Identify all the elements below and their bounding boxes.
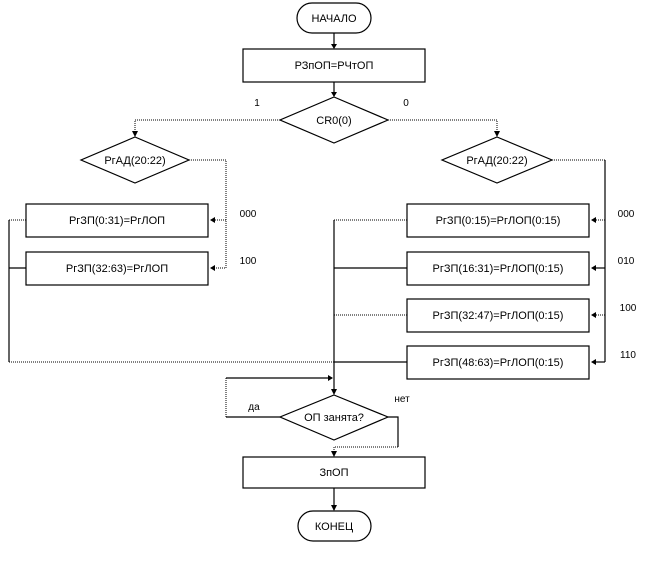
left-box-1-label: РгЗП(32:63)=РгЛОП [66,263,168,275]
arrow-head [591,312,596,318]
cr0-label: CR0(0) [316,115,351,127]
arrow-head [328,375,333,381]
right-box-0-label: РгЗП(0:15)=РгЛОП(0:15) [436,215,561,227]
end-terminator [297,510,372,542]
busy-label: ОП занята? [304,412,364,424]
left-decision-label: РгАД(20:22) [104,155,165,167]
left-box-0 [25,203,209,238]
edge-cr0-false [388,119,498,136]
arrow-head [331,389,337,395]
write-process-box [242,456,426,489]
right-box-0 [406,203,590,238]
right-box-2 [406,298,590,333]
write-label: ЗпОП [319,467,348,479]
arrow-head [591,217,596,223]
cr0-true-label: 1 [254,98,260,109]
right-code-1: 010 [618,256,635,267]
right-address-decision [440,136,554,184]
memory-busy-decision [278,394,390,441]
right-code-2: 100 [620,303,637,314]
arrow-head [331,44,337,49]
edge-left-decision-bus [189,159,227,269]
right-box-1 [406,251,590,286]
right-box-3 [406,345,590,380]
busy-yes-label: да [248,402,260,413]
left-code-1: 100 [240,256,257,267]
end-label: КОНЕЦ [315,521,353,533]
left-address-decision [79,136,191,184]
right-code-3: 110 [620,350,636,361]
cr0-false-label: 0 [403,98,409,109]
start-terminator [296,2,372,34]
init-label: РЗпОП=РЧтОП [295,60,374,72]
right-box-2-label: РгЗП(32:47)=РгЛОП(0:15) [433,310,564,322]
arrow-head [210,265,215,271]
left-box-0-label: РгЗП(0:31)=РгЛОП [69,215,165,227]
arrow-head [331,451,337,457]
right-box-1-label: РгЗП(16:31)=РгЛОП(0:15) [433,263,564,275]
arrow-head [591,359,596,365]
edge-busy-no-1 [388,416,399,447]
right-decision-label: РгАД(20:22) [466,155,527,167]
arrow-head [331,92,337,97]
arrow-head [591,265,596,271]
init-process-box [242,48,426,83]
edge-cr0-true [134,119,280,136]
right-box-3-label: РгЗП(48:63)=РгЛОП(0:15) [433,357,564,369]
cr0-decision [278,96,390,144]
left-code-0: 000 [240,209,257,220]
arrow-head [132,131,138,137]
arrow-head [331,505,337,511]
edge-busy-no-2 [333,446,398,456]
busy-no-label: нет [394,394,410,405]
arrow-head [210,217,215,223]
right-code-0: 000 [618,209,635,220]
start-label: НАЧАЛО [311,13,357,25]
left-box-1 [25,251,209,286]
arrow-head [494,131,500,137]
